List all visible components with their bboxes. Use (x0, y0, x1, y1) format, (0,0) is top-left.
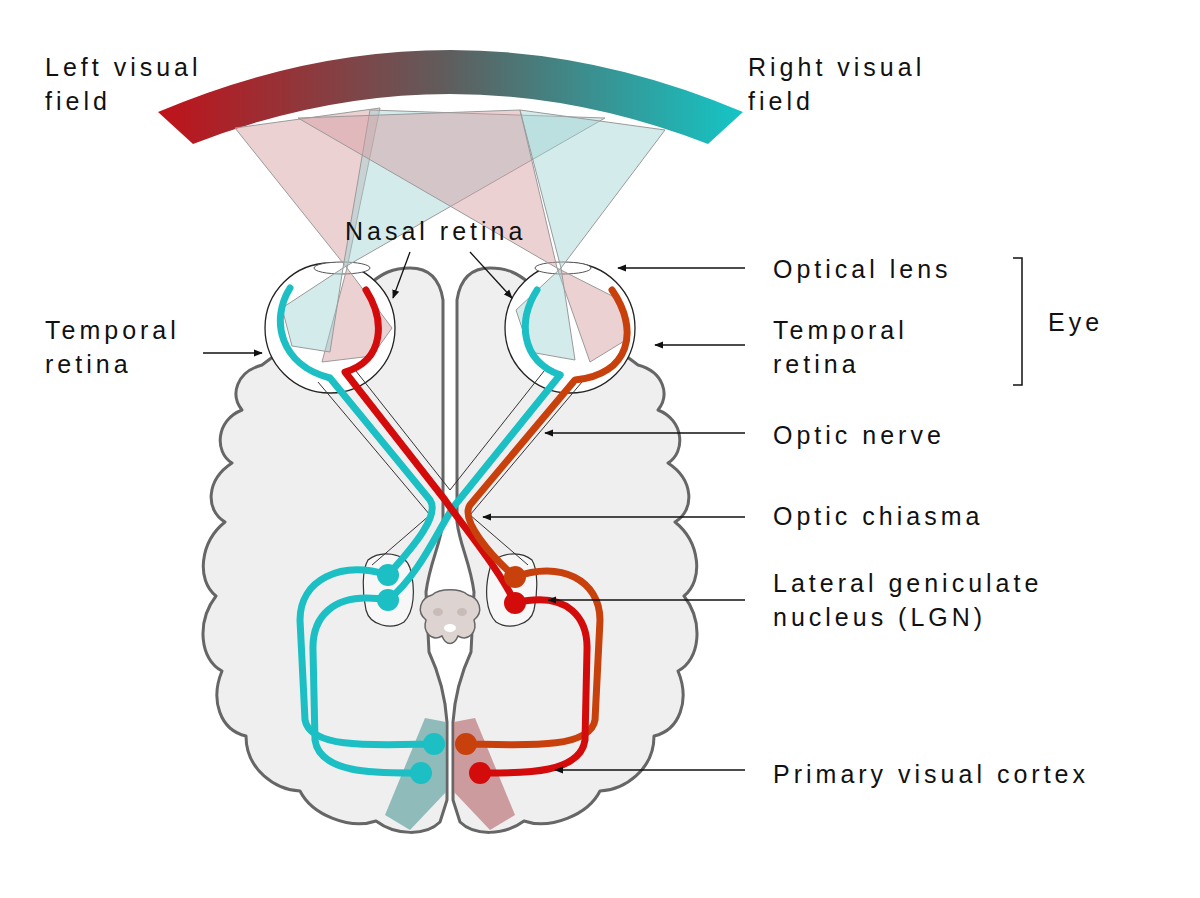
leader-arrows (203, 252, 745, 770)
part-label: Temporal retina (773, 313, 963, 381)
part-label: Eye (1048, 305, 1103, 339)
field-cones (235, 108, 665, 362)
left-hemisphere (203, 268, 447, 832)
part-label: Optical lens (773, 252, 952, 286)
eyeball (505, 263, 635, 393)
midbrain (420, 590, 479, 644)
fibre-nodes (377, 564, 526, 784)
part-label: Optic nerve (773, 418, 945, 452)
part-label: Nasal retina (345, 214, 526, 248)
part-label: Optic chiasma (773, 499, 983, 533)
part-label: Lateral geniculate nucleus (LGN) (773, 566, 1123, 634)
eye-bracket (1013, 258, 1022, 385)
part-label: Right visual field (748, 50, 963, 118)
part-label: Temporal retina (45, 313, 235, 381)
lgn-outline (363, 554, 413, 626)
nerve-fibres (280, 288, 627, 773)
part-label: Primary visual cortex (773, 757, 1089, 791)
part-label: Left visual field (45, 50, 260, 118)
